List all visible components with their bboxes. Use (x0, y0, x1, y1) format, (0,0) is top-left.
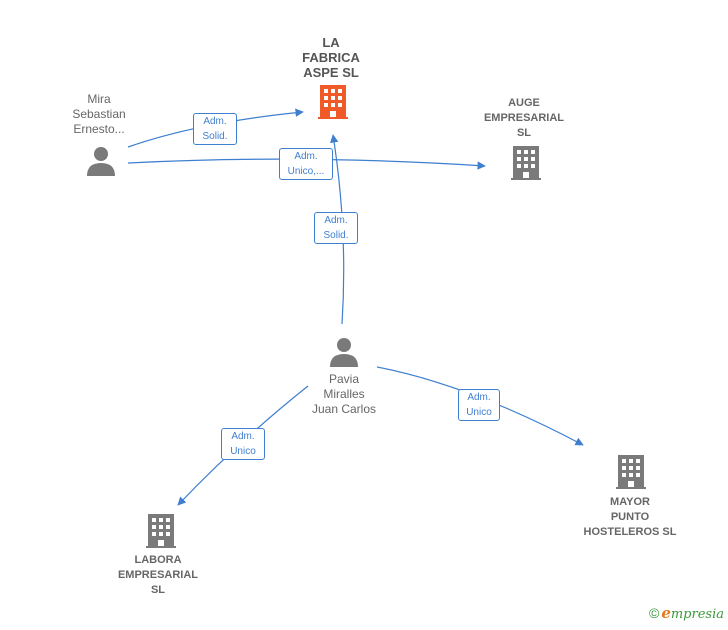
edge-label-mira-fabrica: Adm. Solid. (193, 113, 237, 145)
building-icon (616, 455, 646, 489)
company-label-mayor[interactable]: MAYOR PUNTO HOSTELEROS SL (583, 496, 677, 538)
edge-label-pavia-fabrica: Adm. Solid. (314, 212, 358, 244)
brand-initial: e (661, 604, 671, 622)
company-label-labora[interactable]: LABORA EMPRESARIAL SL (117, 554, 199, 596)
person-icon (87, 147, 115, 176)
building-icon (318, 85, 348, 119)
person-label-pavia[interactable]: Pavia Miralles Juan Carlos (311, 372, 377, 416)
building-icon (146, 514, 176, 548)
company-label-la-fabrica[interactable]: LA FABRICA ASPE SL (302, 35, 360, 80)
company-label-auge[interactable]: AUGE EMPRESARIAL SL (483, 97, 565, 139)
edge-label-pavia-labora: Adm. Unico (221, 428, 265, 460)
building-icon (511, 146, 541, 180)
brand-footer: ©empresia (649, 604, 724, 622)
person-icon (330, 338, 358, 367)
brand-name: mpresia (670, 607, 724, 622)
edge-label-mira-auge: Adm. Unico,... (279, 148, 333, 180)
edge-label-pavia-mayor: Adm. Unico (458, 389, 500, 421)
copyright-symbol: © (648, 605, 660, 621)
person-label-mira[interactable]: Mira Sebastian Ernesto... (72, 92, 126, 136)
